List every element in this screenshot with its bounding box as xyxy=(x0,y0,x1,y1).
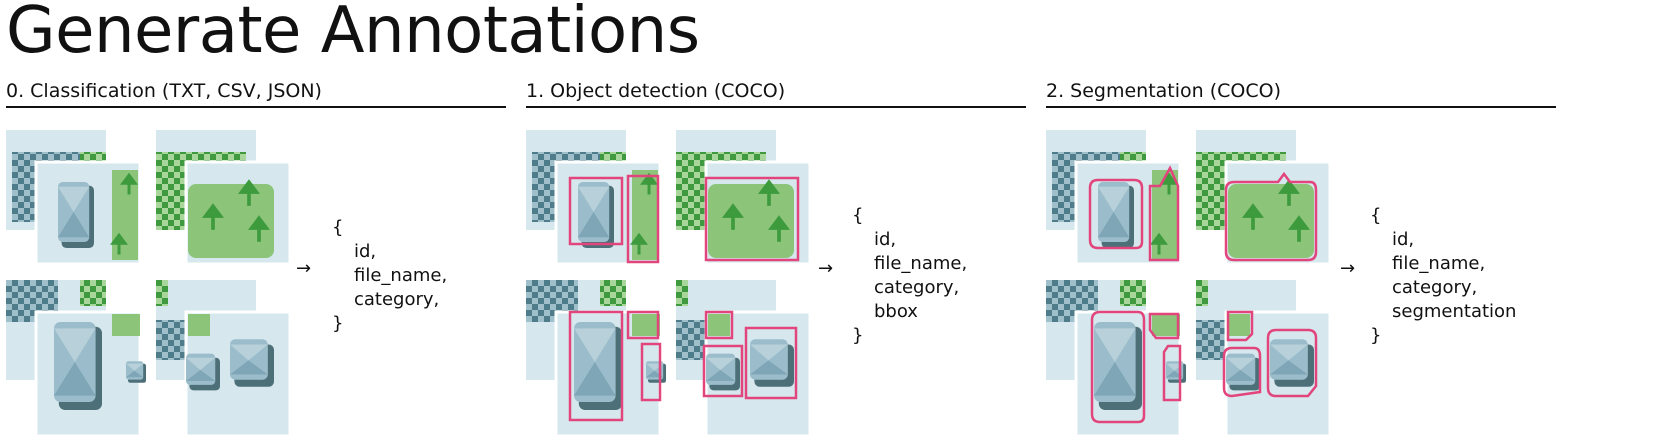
brace-close: } xyxy=(1370,325,1382,346)
brace-open: { xyxy=(852,205,864,226)
annotation-schema: { id, file_name, category, segmentation … xyxy=(1370,204,1516,348)
field-id: id, xyxy=(874,229,897,250)
field-file-name: file_name, xyxy=(1392,253,1486,274)
field-category: category, xyxy=(874,277,960,298)
section-divider xyxy=(1046,106,1556,108)
detection-illustration xyxy=(526,130,812,436)
arrow: → xyxy=(818,258,834,279)
field-segmentation: segmentation xyxy=(1392,301,1517,322)
annotation-schema: { id, file_name, category, } xyxy=(332,216,447,336)
brace-open: { xyxy=(332,217,344,238)
brace-close: } xyxy=(332,313,344,334)
field-id: id, xyxy=(354,241,377,262)
section-divider xyxy=(526,106,1026,108)
arrow: → xyxy=(296,258,312,279)
field-file-name: file_name, xyxy=(874,253,968,274)
field-id: id, xyxy=(1392,229,1415,250)
field-category: category, xyxy=(1392,277,1478,298)
section-header: 1. Object detection (COCO) xyxy=(526,80,786,102)
segmentation-illustration xyxy=(1046,130,1332,436)
arrow: → xyxy=(1340,258,1356,279)
section-header: 2. Segmentation (COCO) xyxy=(1046,80,1282,102)
field-bbox: bbox xyxy=(874,301,918,322)
field-category: category, xyxy=(354,289,440,310)
page-title: Generate Annotations xyxy=(6,0,700,68)
brace-open: { xyxy=(1370,205,1382,226)
section-object-detection: 1. Object detection (COCO) xyxy=(526,78,1026,444)
section-segmentation: 2. Segmentation (COCO) xyxy=(1046,78,1556,444)
field-file-name: file_name, xyxy=(354,265,448,286)
classification-illustration xyxy=(6,130,292,436)
annotation-schema: { id, file_name, category, bbox } xyxy=(852,204,967,348)
brace-close: } xyxy=(852,325,864,346)
section-header: 0. Classification (TXT, CSV, JSON) xyxy=(6,80,322,102)
section-divider xyxy=(6,106,506,108)
section-classification: 0. Classification (TXT, CSV, JSON) xyxy=(6,78,506,444)
